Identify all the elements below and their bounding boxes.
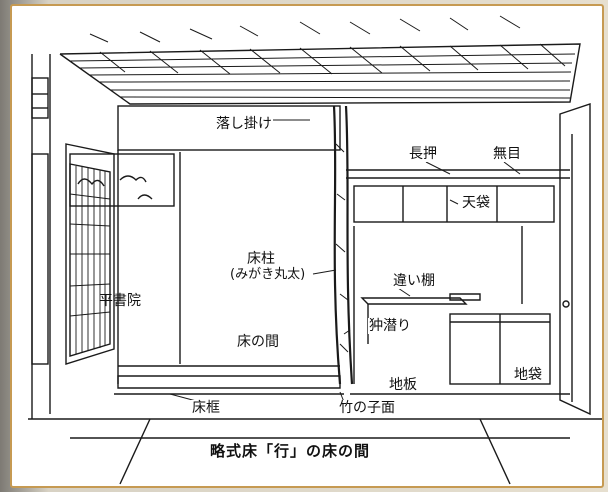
tokonoma-line-drawing: [28, 15, 602, 485]
illustration-frame: [10, 4, 604, 488]
label-tenbukuro: 天袋: [461, 195, 491, 211]
label-tokobashira-note: (みがき丸太): [230, 267, 306, 282]
label-fukuroguri: 狆潜り: [368, 318, 412, 334]
label-nageshi: 長押: [408, 146, 438, 162]
label-otoshigake: 落し掛け: [215, 116, 273, 132]
label-mume: 無目: [492, 146, 522, 162]
label-jiita: 地板: [389, 377, 417, 393]
label-hirashoin: 平書院: [99, 293, 141, 309]
label-tokogamachi: 床框: [191, 400, 221, 416]
label-tokonoma: 床の間: [237, 334, 279, 350]
label-chigaidana: 違い棚: [392, 273, 436, 289]
label-tokobashira: 床柱: [247, 251, 275, 267]
label-takenokozura: 竹の子面: [338, 400, 396, 416]
diagram-caption: 略式床「行」の床の間: [210, 442, 371, 460]
label-jibukuro: 地袋: [514, 367, 542, 383]
